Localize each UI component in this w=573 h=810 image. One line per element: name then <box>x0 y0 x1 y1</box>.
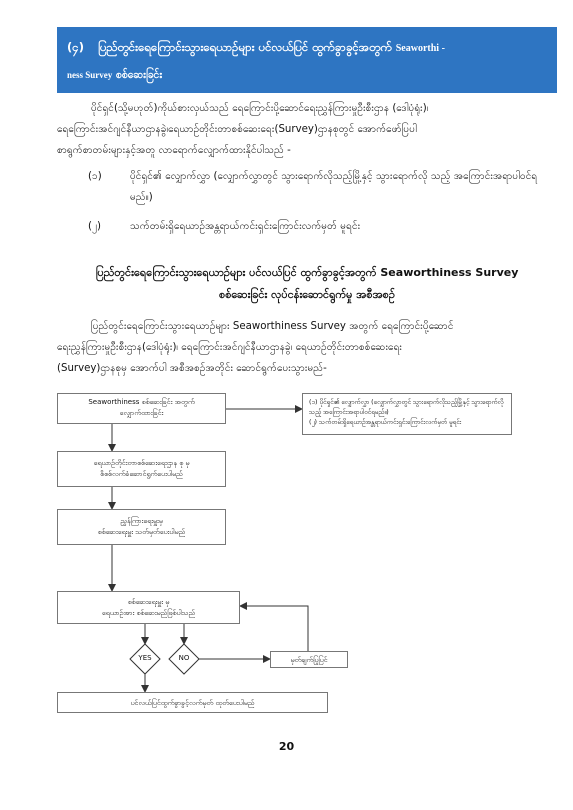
banner-title-row: (၄) ပြည်တွင်းရေကြောင်းသွားရေယာဉ်များ ပင်… <box>67 37 547 59</box>
flow-step-text: စိစစ်လက်ခံဆောင်ရွက်ပေးပါမည် <box>100 470 183 478</box>
list-marker: (၂) <box>88 221 101 232</box>
list-item: (၁) ပိုင်ရှင်၏ လျှောက်လွှာ (လျှောက်လွှာတ… <box>88 166 558 208</box>
flow-step-assign: ညွှန်ကြားရေးမှူးမှ စစ်ဆေးရေးမှူး သတ်မှတ်… <box>57 509 226 545</box>
flow-step-inspect: စစ်ဆေးရေးမှူး မှ ရေယာဉ်အား စစ်ဆေးမည်ဖြစ်… <box>57 591 240 624</box>
yes-label: YES <box>138 654 152 662</box>
section-number: (၄) <box>67 40 84 54</box>
intro-paragraph: ပိုင်ရှင်(သို့မဟုတ်)ကိုယ်စားလှယ်သည် ရေကြ… <box>57 98 557 161</box>
flow-step-text: ညွှန်ကြားရေးမှူးမှ <box>120 517 163 525</box>
procedure-line: ရေးညွှန်ကြားမှုဦးစီးဌာန(ဒေါပုံရုံး)၊ ရေက… <box>57 342 403 353</box>
procedure-line: (Survey)ဌာနစုမှ အောက်ပါ အစီအစဉ်အတိုင်း ဆ… <box>57 363 327 374</box>
section-banner: (၄) ပြည်တွင်းရေကြောင်းသွားရေယာဉ်များ ပင်… <box>57 27 557 93</box>
banner-title-my2: စစ်ဆေးခြင်း <box>115 69 163 81</box>
flow-step-issue-certificate: ပင်လယ်ပြင်ထွက်ခွာခွင့်လက်မှတ် ထုတ်ပေးပါမ… <box>57 692 328 713</box>
flow-step-text: Seaworthiness စစ်ဆေးခြင်း အတွက် <box>88 398 195 406</box>
banner-title-en2: ness Survey <box>67 70 113 80</box>
flow-step-fix: မှတ်ချက်ပြုပြင် <box>270 651 348 668</box>
flow-step-text: ရေယာဉ်တိုင်းတာစစ်ဆေးရေးဌာန စု မှ <box>93 459 190 467</box>
banner-title-en: Seaworthi - <box>395 43 445 54</box>
list-item-text: သက်တမ်းရှိရေယာဉ်အန္တရာယ်ကင်းရှင်းကြောင်း… <box>130 221 361 232</box>
flow-step-receive: ရေယာဉ်တိုင်းတာစစ်ဆေးရေးဌာန စု မှ စိစစ်လက… <box>57 451 226 487</box>
flow-step-text: လျှောက်ထားခြင်း <box>119 409 164 417</box>
banner-title-row2: ness Survey စစ်ဆေးခြင်း <box>67 65 547 85</box>
note-text: (၂) သက်တမ်းရှိရေယာဉ်အန္တရာယ်ကင်းရှင်းကြေ… <box>309 419 462 426</box>
heading-line: ပြည်တွင်းရေကြောင်းသွားရေယာဉ်များ ပင်လယ်ပ… <box>95 266 519 279</box>
heading-line: စစ်ဆေးခြင်း လုပ်ငန်းဆောင်ရွက်မှု အစီအစဉ် <box>219 288 395 301</box>
list-item: (၂) သက်တမ်းရှိရေယာဉ်အန္တရာယ်ကင်းရှင်းကြေ… <box>88 216 558 237</box>
intro-line: ရေကြောင်းအင်ဂျင်နီယာဌာနခွဲ၊ရေယာဉ်တိုင်းတ… <box>57 124 417 135</box>
banner-title: ပြည်တွင်းရေကြောင်းသွားရေယာဉ်များ ပင်လယ်ပ… <box>98 40 392 54</box>
flow-step-text: ရေယာဉ်အား စစ်ဆေးမည်ဖြစ်ပါသည် <box>101 609 196 617</box>
procedure-heading: ပြည်တွင်းရေကြောင်းသွားရေယာဉ်များ ပင်လယ်ပ… <box>57 262 557 306</box>
list-marker: (၁) <box>88 171 102 182</box>
flow-step-text: စစ်ဆေးရေးမှူး သတ်မှတ်ပေးပါမည် <box>97 528 186 536</box>
yes-decision-diamond <box>129 643 161 675</box>
page-number: 20 <box>278 740 295 753</box>
requirements-list: (၁) ပိုင်ရှင်၏ လျှောက်လွှာ (လျှောက်လွှာတ… <box>88 166 558 237</box>
list-item-text: ပိုင်ရှင်၏ လျှောက်လွှာ (လျှောက်လွှာတွင် … <box>130 171 538 203</box>
flow-step-text: စစ်ဆေးရေးမှူး မှ <box>127 598 170 606</box>
note-text: (၁) ပိုင်ရှင်၏ လျှောက်လွှာ (လျှောက်လွှာတ… <box>309 399 504 416</box>
arrow-fix-to-step4 <box>239 602 309 651</box>
no-decision-diamond <box>168 643 200 675</box>
intro-line: စာရွက်စာတမ်းများနှင့်အတူ လာရောက်လျှောက်ထ… <box>57 145 291 156</box>
flow-step-apply: Seaworthiness စစ်ဆေးခြင်း အတွက် လျှောက်ထ… <box>57 393 226 424</box>
flow-requirements-note: (၁) ပိုင်ရှင်၏ လျှောက်လွှာ (လျှောက်လွှာတ… <box>302 393 512 435</box>
procedure-intro: ပြည်တွင်းရေကြောင်းသွားရေယာဉ်များ Seawort… <box>57 316 557 379</box>
no-label: NO <box>178 654 190 662</box>
intro-line: ပိုင်ရှင်(သို့မဟုတ်)ကိုယ်စားလှယ်သည် ရေကြ… <box>91 103 429 114</box>
procedure-line: ပြည်တွင်းရေကြောင်းသွားရေယာဉ်များ Seawort… <box>91 321 454 332</box>
